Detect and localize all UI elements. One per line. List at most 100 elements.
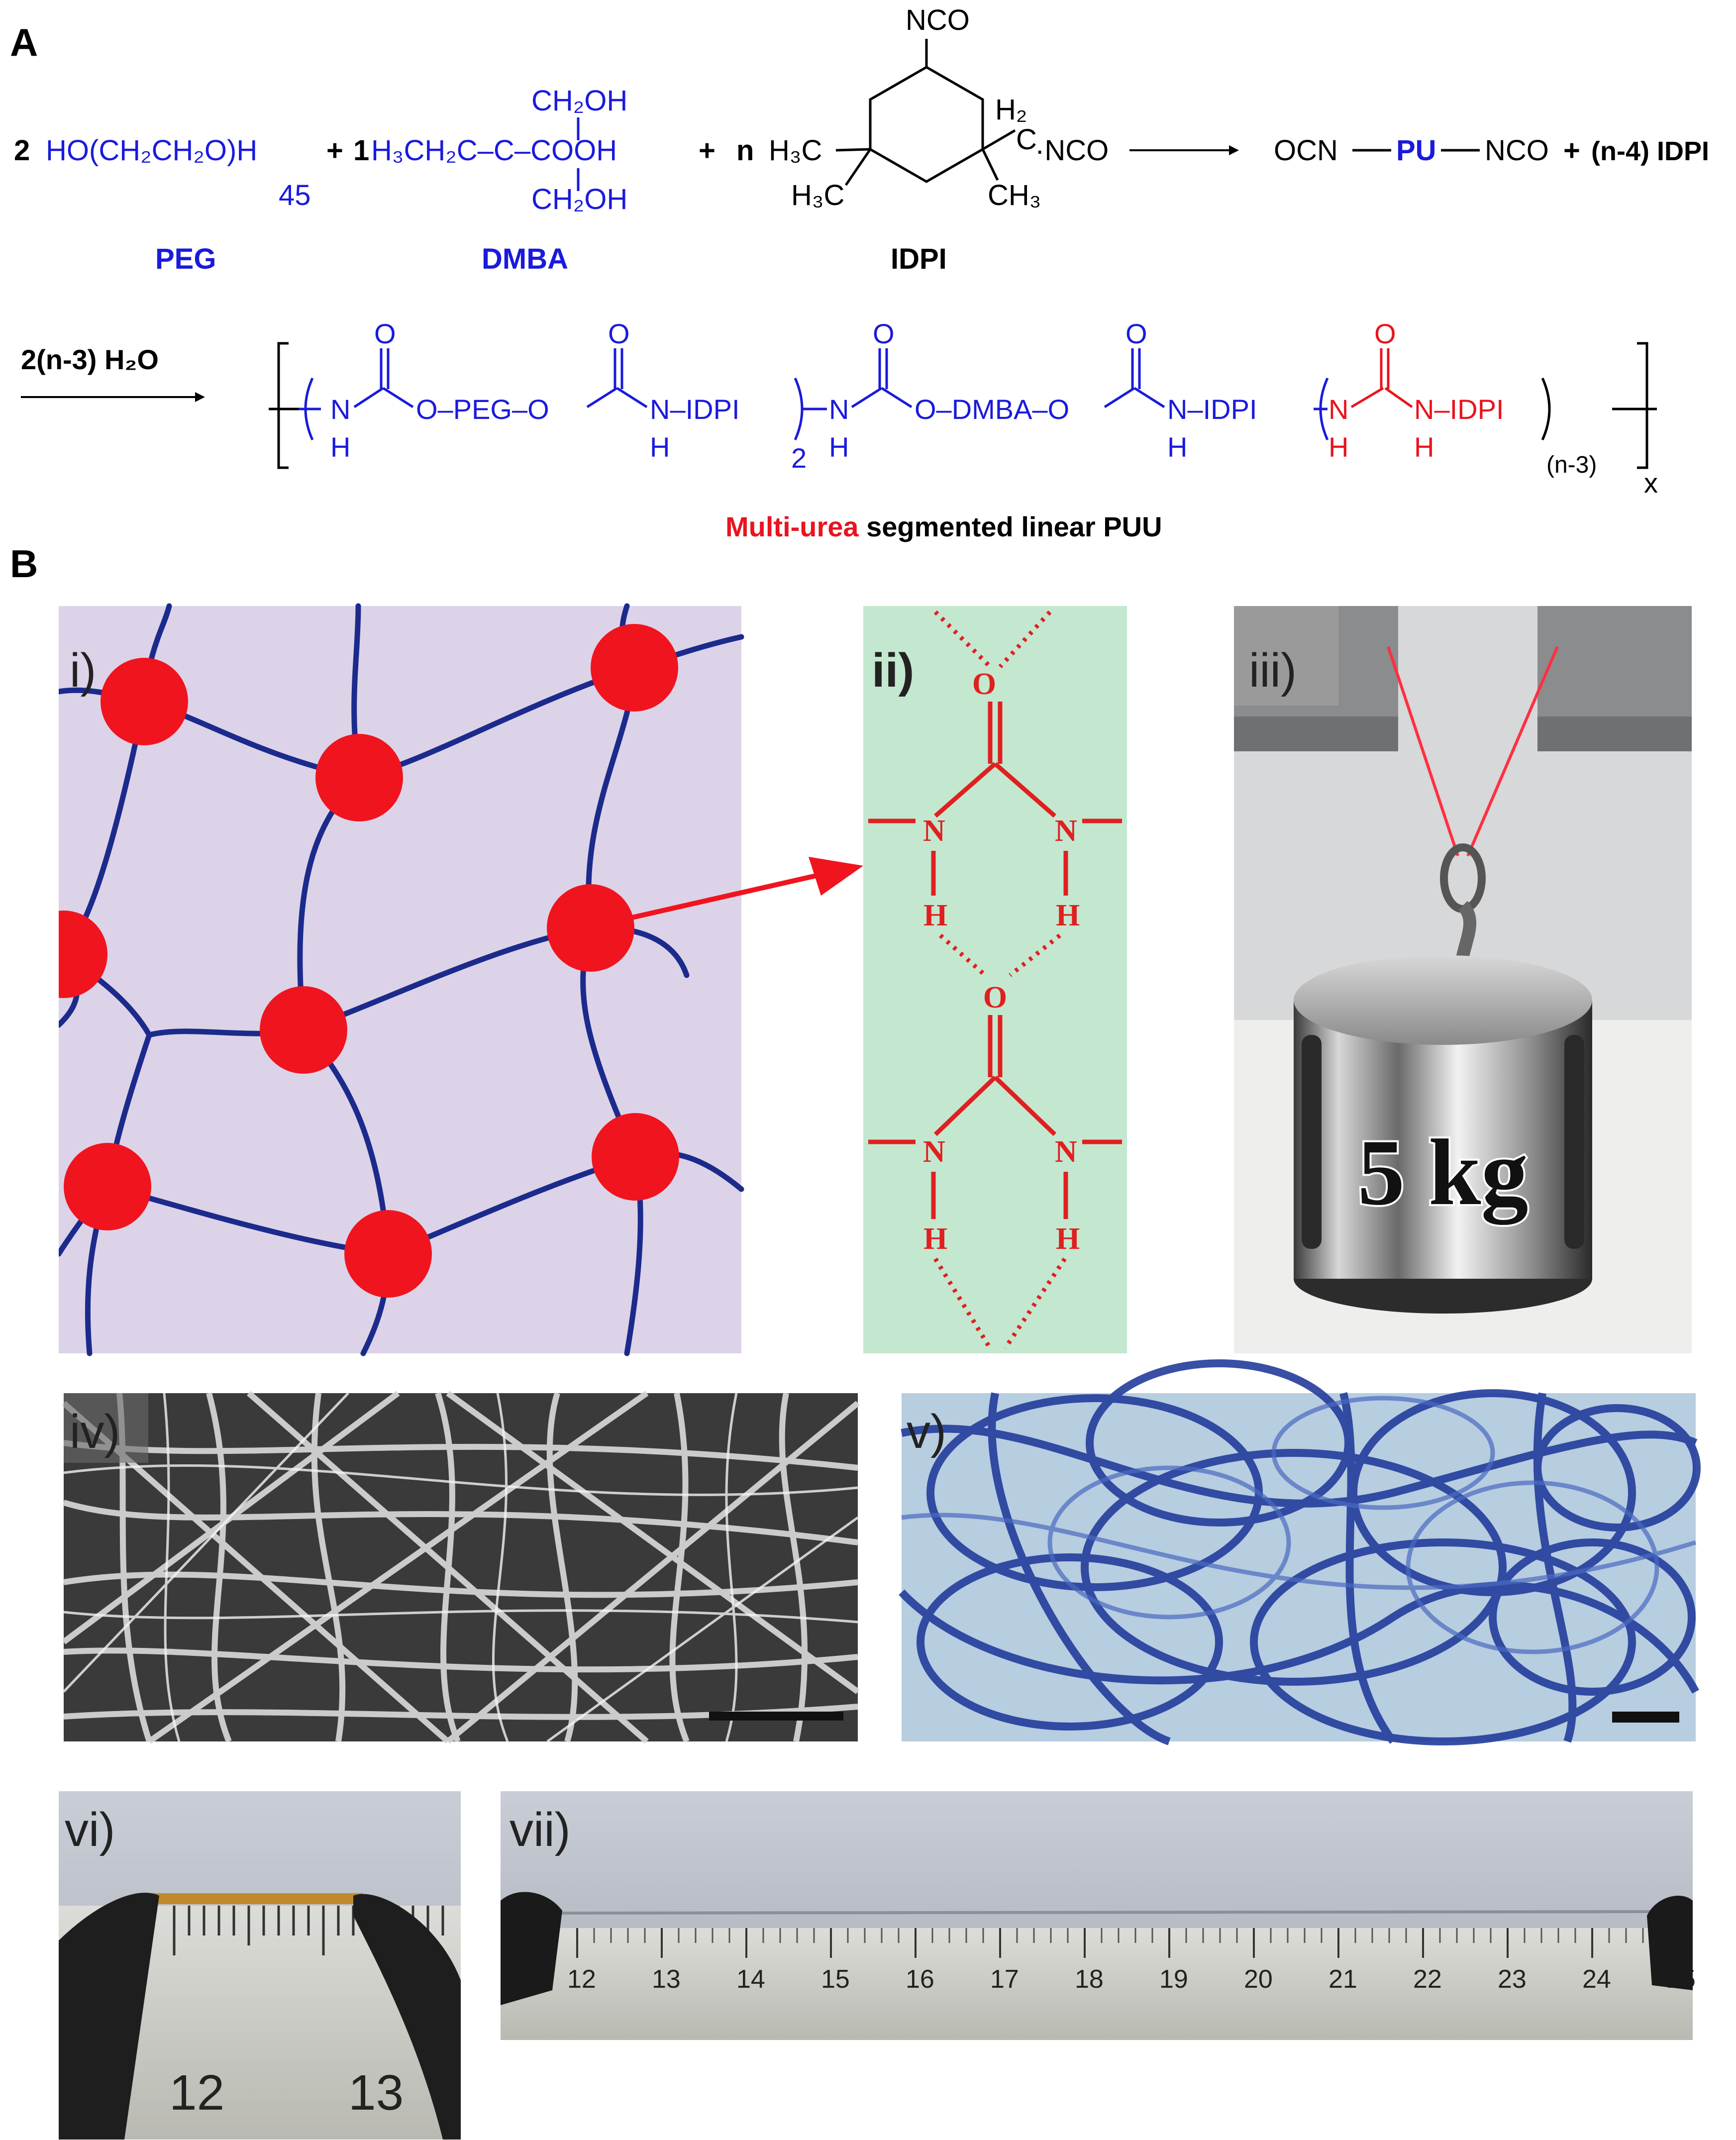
idpi-bond-me3 — [981, 148, 999, 181]
idpi-h2: H₂ — [995, 94, 1027, 126]
panel-label-vii: vii) — [510, 1803, 571, 1856]
node-5 — [547, 884, 634, 972]
scheme-row-2: 2(n-3) H₂O x N H O O–PEG–O O N–IDPI H 2 … — [21, 318, 1658, 542]
carbonyl-bond-2b — [616, 387, 648, 408]
idpi-ring — [869, 66, 984, 183]
ruler-vi-label-13: 13 — [348, 2065, 404, 2121]
row2-n-3: N — [829, 394, 849, 425]
row2-seq-2: N–IDPI — [650, 394, 740, 425]
node-8 — [592, 1113, 679, 1201]
idpi-c: C — [1016, 123, 1037, 156]
node-6 — [260, 986, 347, 1074]
row2-seq-4: N–IDPI — [1167, 394, 1257, 425]
row2-o-3: O — [873, 318, 895, 349]
ruler-vi-label-12: 12 — [169, 2065, 224, 2121]
peg-formula: HO(CH₂CH₂O)H — [46, 134, 257, 167]
panel-vi-ruler-short: 12 13 vi) — [59, 1791, 461, 2140]
tweezer-right — [353, 1894, 461, 2140]
row2-o-1: O — [374, 318, 396, 349]
product-ocn: OCN — [1274, 134, 1338, 167]
carbonyl-bond-1b — [382, 387, 414, 408]
paren-1-right — [794, 377, 804, 441]
row2-n-5: N — [1328, 394, 1348, 425]
panel-vii-ruler — [501, 1928, 1693, 2040]
urea2-cn-right — [993, 1075, 1057, 1136]
panel-i-mask-left — [0, 606, 59, 1353]
fiber-left — [1387, 646, 1459, 856]
hbond-bottom — [933, 1257, 1067, 1350]
carbonyl-bond-4b — [1133, 387, 1165, 408]
clip-right — [1647, 1896, 1693, 1990]
urea2-n-left: N — [923, 1135, 945, 1169]
idpi-bond-me1 — [835, 148, 871, 152]
weight-top — [1294, 955, 1592, 1045]
subscript-2: 2 — [791, 442, 807, 474]
row2-o-5: O — [1374, 318, 1396, 349]
reaction-arrowhead-2 — [195, 392, 205, 402]
plus-sign-2: + — [699, 134, 715, 167]
row2-h-1: H — [330, 431, 350, 463]
ruler-vii-label-21: 21 — [1328, 1965, 1357, 1994]
water-reagent: 2(n-3) H₂O — [21, 344, 159, 375]
fiber-right — [1466, 646, 1559, 857]
panel-label-v: v) — [907, 1405, 946, 1458]
weight-body-cover — [1294, 1000, 1592, 1279]
urea2-n-right: N — [1055, 1135, 1077, 1169]
peg-subscript: 45 — [279, 179, 311, 211]
panel-label-b: B — [10, 542, 38, 586]
product-pu: PU — [1396, 134, 1436, 167]
idpi-coefficient: n — [736, 134, 754, 167]
sem-fiber-network-thin — [63, 1392, 859, 1743]
dmba-coefficient: 1 — [353, 134, 369, 167]
ruler-vii-label-12: 12 — [567, 1965, 596, 1994]
ruler-vii-label-19: 19 — [1159, 1965, 1188, 1994]
scale-bar-iv — [709, 1712, 843, 1721]
panel-v-blue-fibers: v) — [899, 1359, 1701, 1745]
panel-ii-background — [863, 606, 1127, 1353]
urea2-o: O — [983, 981, 1007, 1015]
weight-label: 5 kg — [1357, 1121, 1528, 1225]
urea1-o: O — [972, 667, 996, 701]
node-3 — [591, 624, 678, 712]
idpi-bond-ch2 — [982, 129, 1016, 151]
urea2-h-left: H — [923, 1222, 947, 1256]
idpi-nco-right: ·NCO — [1035, 134, 1109, 167]
row2-seq-3: O–DMBA–O — [915, 394, 1069, 425]
dmba-bottom: CH₂OH — [531, 183, 627, 215]
name-idpi: IDPI — [891, 243, 947, 275]
name-dmba: DMBA — [482, 243, 568, 275]
carbonyl-bond-4 — [1104, 387, 1135, 408]
plus-sign-1: + — [326, 134, 343, 167]
ruler-vii-label-23: 23 — [1498, 1965, 1527, 1994]
row2-n-1: N — [330, 394, 350, 425]
panel-label-iii-bg — [1234, 606, 1338, 706]
idpi-h3c-1: H₃C — [769, 134, 822, 167]
panel-iv-sem-fibers: iv) — [62, 1391, 860, 1744]
row2-h-5: H — [1328, 431, 1348, 463]
ruler-vii-label-24: 24 — [1582, 1965, 1611, 1994]
urea1-cn-left — [934, 762, 997, 818]
clip-left — [501, 1892, 562, 2005]
panel-ii-urea: ii) O N N H H O N N H H — [863, 606, 1127, 1353]
blue-fiber-loops-light — [901, 1396, 1697, 1654]
panel-label-vi: vi) — [65, 1803, 115, 1856]
dmba-middle: H₃CH₂C–C–COOH — [371, 134, 617, 167]
row2-seq-5: N–IDPI — [1414, 394, 1504, 425]
bracket-left — [277, 342, 289, 469]
urea1-n-left: N — [923, 814, 945, 848]
zoom-arrow — [596, 873, 817, 928]
ruler-vii-label-16: 16 — [906, 1965, 934, 1994]
long-fiber — [547, 1910, 1657, 1915]
urea1-n-right: N — [1055, 814, 1077, 848]
panel-vii-ruler-long: 12 13 14 15 16 17 18 19 20 21 22 23 24 2… — [501, 1791, 1696, 2040]
reaction-arrowhead-1 — [1229, 145, 1239, 155]
panel-iv-label-bg — [64, 1393, 148, 1463]
peg-coefficient: 2 — [14, 134, 30, 167]
urea2-h-right: H — [1056, 1222, 1080, 1256]
hbond-middle — [939, 933, 1061, 977]
panel-label-iii: iii) — [1249, 644, 1297, 697]
ruler-vii-label-14: 14 — [736, 1965, 765, 1994]
ruler-vii-label-13: 13 — [652, 1965, 681, 1994]
scheme-row-1: 2 HO(CH₂CH₂O)H 45 + 1 CH₂OH H₃CH₂C–C–COO… — [14, 4, 1709, 275]
